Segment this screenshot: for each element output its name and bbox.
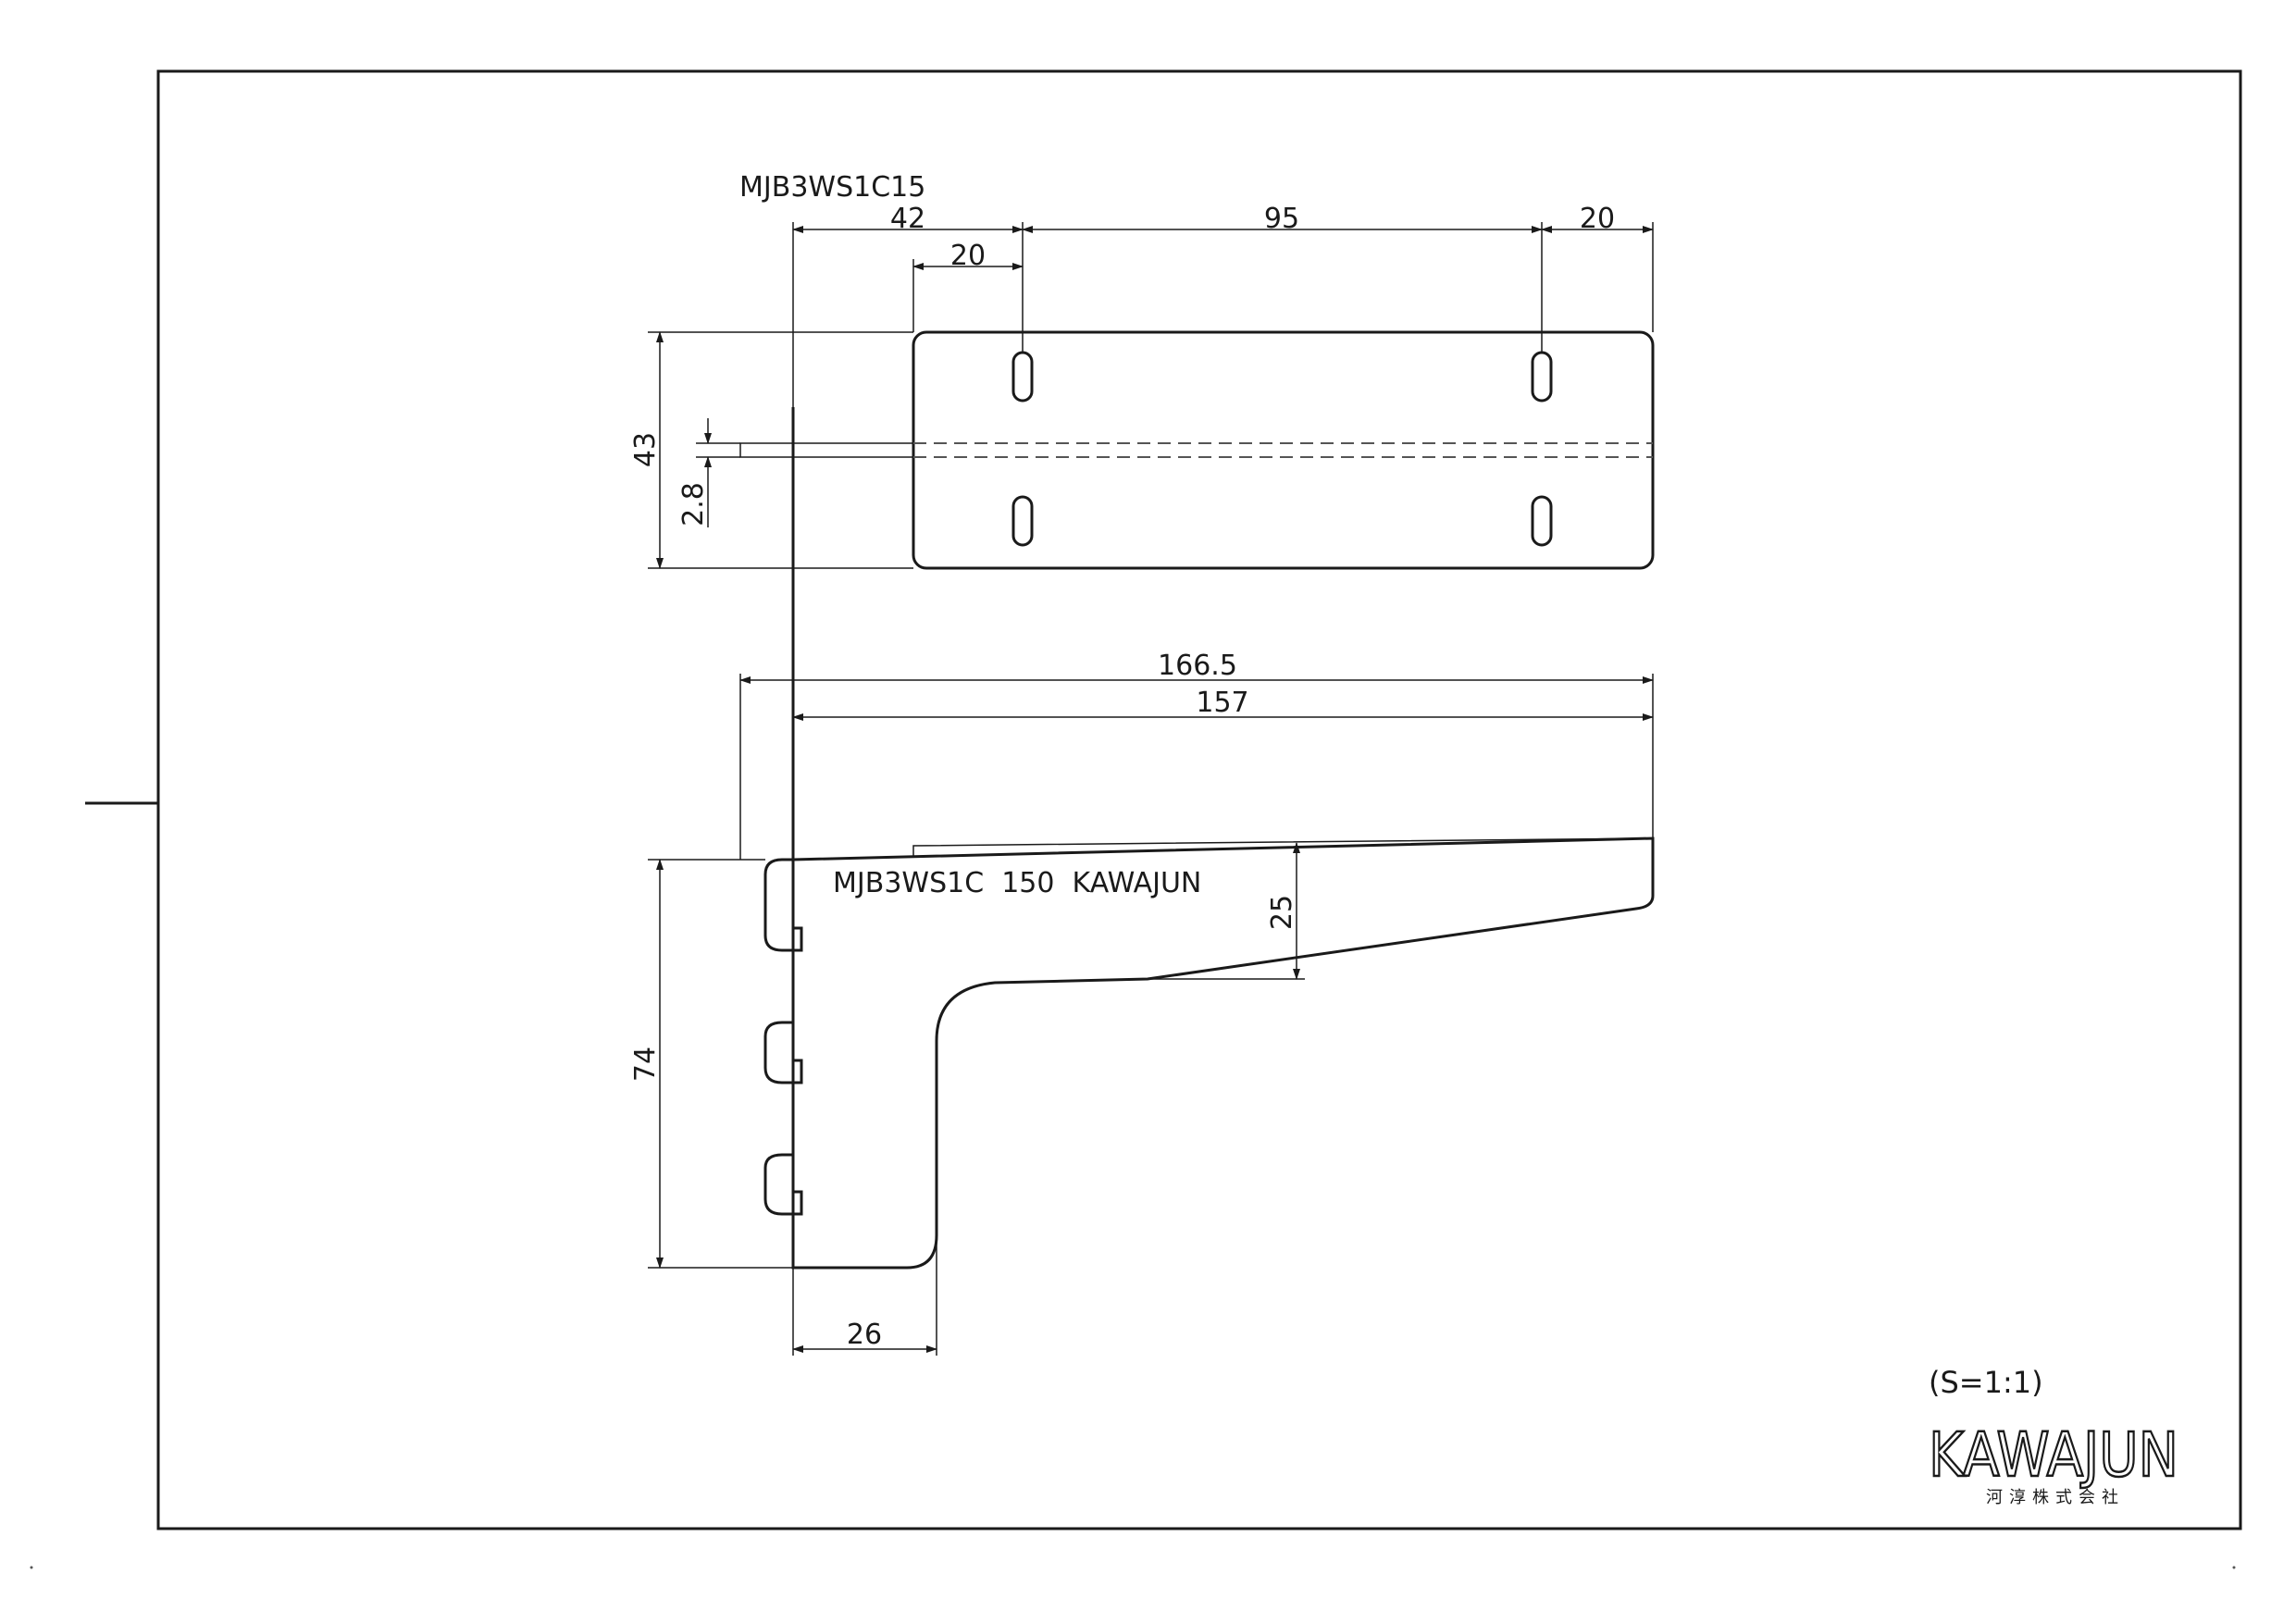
scale-note: (S=1:1) (1929, 1365, 2043, 1400)
drawing-frame (156, 69, 2242, 1530)
dim-95: 95 (1264, 203, 1299, 235)
slot-hole-top-left (1011, 351, 1034, 403)
bracket-outline (763, 836, 1655, 1270)
kawajun-logo: KAWAJUN 河淳株式会社 (1928, 1419, 2180, 1507)
slot-hole-bottom-right (1531, 495, 1553, 547)
blade-tongue (739, 442, 914, 458)
dim-20-right: 20 (1580, 203, 1615, 235)
dim-25: 25 (1266, 895, 1298, 930)
corner-mark-left (30, 1566, 33, 1569)
part-label: MJB3WS1C15 (739, 171, 925, 204)
dim-157: 157 (1196, 687, 1248, 719)
mounting-plate (912, 330, 1655, 570)
dim-74: 74 (629, 1047, 662, 1082)
corner-mark-right (2232, 1566, 2236, 1569)
top-view (739, 330, 1655, 570)
top-dimensions: 42 95 20 20 43 2.8 (629, 203, 1654, 569)
slot-hole-bottom-left (1011, 495, 1034, 547)
dim-26: 26 (847, 1319, 882, 1351)
logo-subtitle: 河淳株式会社 (1986, 1488, 2125, 1507)
dim-43: 43 (629, 432, 662, 467)
engraving-text: MJB3WS1C 150 KAWAJUN (833, 867, 1201, 899)
logo-wordmark: KAWAJUN (1929, 1419, 2178, 1491)
shelf-lip (912, 837, 1654, 857)
dim-42: 42 (890, 203, 925, 235)
dim-2-8: 2.8 (677, 482, 710, 527)
side-view: MJB3WS1C 150 KAWAJUN (763, 836, 1655, 1270)
slot-hole-top-right (1531, 351, 1553, 403)
side-dimensions: 166.5 157 25 74 26 (629, 650, 1654, 1356)
dim-20-left: 20 (950, 240, 986, 272)
dim-166-5: 166.5 (1158, 650, 1237, 682)
